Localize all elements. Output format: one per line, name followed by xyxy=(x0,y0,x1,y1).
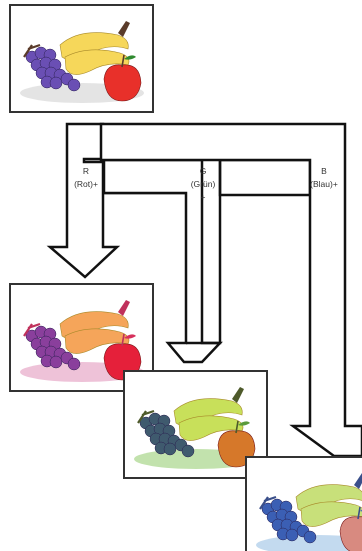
apple xyxy=(339,516,362,551)
grape xyxy=(181,444,195,458)
grape-stem xyxy=(137,409,155,424)
apple-stem xyxy=(121,333,125,347)
banana xyxy=(300,501,362,527)
apple-leaf xyxy=(238,421,250,426)
label-red: R (Rot)+ xyxy=(74,166,98,189)
svg-text:B: B xyxy=(321,166,327,176)
svg-text:G: G xyxy=(200,166,207,176)
svg-text:(Grün): (Grün) xyxy=(191,179,216,189)
grape-stem xyxy=(259,495,277,510)
svg-text:R: R xyxy=(83,166,89,176)
label-green: G (Grün) + xyxy=(191,166,216,202)
banana-stem xyxy=(118,21,130,37)
apple-stem xyxy=(121,54,125,68)
svg-text:+: + xyxy=(201,192,206,202)
arrow-blue xyxy=(218,158,312,197)
svg-text:(Blau)+: (Blau)+ xyxy=(310,179,338,189)
fruit-image-original xyxy=(9,4,154,113)
apple xyxy=(103,64,142,102)
svg-text:(Rot)+: (Rot)+ xyxy=(74,179,98,189)
grape xyxy=(285,528,299,542)
banana-stem xyxy=(354,473,362,489)
grape xyxy=(49,76,63,90)
banana-stem xyxy=(232,387,244,403)
apple-leaf xyxy=(124,334,136,339)
fruit-illustration xyxy=(20,21,144,103)
grape xyxy=(163,442,177,456)
fruit-illustration xyxy=(134,387,258,469)
banana-stem xyxy=(118,300,130,316)
grape xyxy=(67,78,81,92)
fruit-image-green xyxy=(123,370,268,479)
grape xyxy=(303,530,317,544)
apple-stem xyxy=(235,420,239,434)
apple-stem xyxy=(357,506,361,520)
grape xyxy=(49,355,63,369)
arrow-green-head xyxy=(102,158,223,364)
fruit-illustration xyxy=(256,473,362,551)
grape-stem xyxy=(23,322,41,337)
apple-leaf xyxy=(124,55,136,60)
arrow-green-shaft xyxy=(186,160,222,345)
fruit-image-blue xyxy=(245,456,362,551)
grape-stem xyxy=(23,43,41,58)
grape xyxy=(67,357,81,371)
label-blue: B (Blau)+ xyxy=(310,166,338,189)
